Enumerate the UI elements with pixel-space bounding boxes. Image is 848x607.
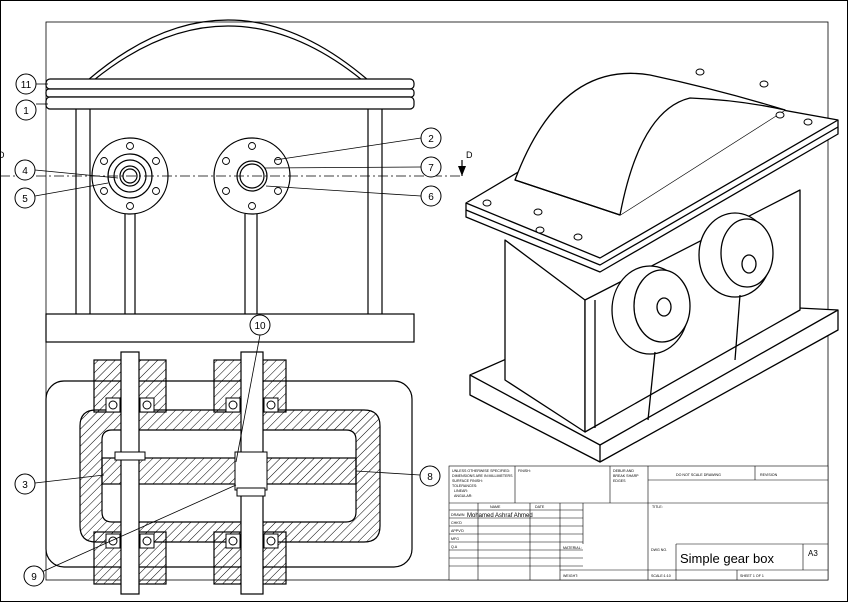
sheet-label: SHEET 1 OF 1 <box>740 574 764 578</box>
balloon-10: 10 <box>249 314 271 336</box>
balloon-8: 8 <box>419 465 441 487</box>
isometric-view <box>465 72 839 463</box>
row-label: Q.A <box>451 545 458 549</box>
balloon-label: 9 <box>31 572 37 583</box>
title-block-text: UNLESS OTHERWISE SPECIFIED: DIMENSIONS A… <box>451 469 818 578</box>
tolerance-line: DIMENSIONS ARE IN MILLIMETERS <box>452 474 513 478</box>
drawing-title: Simple gear box <box>680 551 774 566</box>
dwg-no-label: DWG NO. <box>651 548 667 552</box>
deburr-line: DEBUR AND <box>613 469 634 473</box>
revision-label: REVISION <box>760 473 778 477</box>
section-view <box>45 351 413 595</box>
balloon-label: 7 <box>428 163 434 174</box>
bolt-holes-right <box>222 142 282 210</box>
weight-label: WEIGHT: <box>563 574 578 578</box>
balloon-4: 4 <box>14 159 36 181</box>
row-label: DRAWN <box>451 513 465 517</box>
drawn-by-name: Mohamed Ashraf Ahmed <box>467 513 533 519</box>
tolerance-line: LINEAR: <box>454 489 468 493</box>
name-header: NAME <box>490 505 501 509</box>
do-not-scale-note: DO NOT SCALE DRAWING <box>676 473 721 477</box>
sheet-size: A3 <box>808 549 818 558</box>
tolerance-line: UNLESS OTHERWISE SPECIFIED: <box>452 469 510 473</box>
balloon-label: 6 <box>428 192 434 203</box>
balloon-1: 1 <box>15 99 37 121</box>
balloon-5: 5 <box>14 187 36 209</box>
row-label: APPV'D <box>451 529 464 533</box>
balloon-3: 3 <box>14 473 36 495</box>
finish-label: FINISH: <box>518 469 531 473</box>
deburr-line: EDGES <box>613 479 626 483</box>
balloon-label: 10 <box>254 321 266 332</box>
balloon-2: 2 <box>420 127 442 149</box>
balloon-label: 1 <box>23 106 29 117</box>
tolerance-line: TOLERANCES: <box>452 484 477 488</box>
material-label: MATERIAL: <box>563 546 582 550</box>
tolerance-line: SURFACE FINISH: <box>452 479 483 483</box>
balloon-label: 4 <box>22 166 28 177</box>
date-header: DATE <box>535 505 545 509</box>
tolerance-line: ANGULAR: <box>454 494 472 498</box>
balloon-7: 7 <box>420 156 442 178</box>
balloon-label: 11 <box>21 80 32 91</box>
bolt-holes-left <box>100 142 160 210</box>
balloon-label: 8 <box>427 472 433 483</box>
inner-border <box>45 21 829 581</box>
title-label: TITLE: <box>652 505 663 509</box>
section-label-left: D <box>0 150 5 160</box>
title-block <box>448 465 829 581</box>
deburr-line: BREAK SHARP <box>613 474 639 478</box>
balloon-11: 11 <box>15 73 37 95</box>
balloon-label: 3 <box>22 480 28 491</box>
row-label: CHK'D <box>451 521 462 525</box>
section-label-right: D <box>466 150 473 160</box>
flange-bolt-holes <box>482 68 813 241</box>
scale-label: SCALE:1:10 <box>651 574 671 578</box>
bearings <box>105 397 279 549</box>
balloon-6: 6 <box>420 185 442 207</box>
balloon-label: 5 <box>22 194 28 205</box>
front-view <box>45 19 415 343</box>
balloon-leaders <box>34 83 422 576</box>
section-arrowhead <box>458 166 466 176</box>
balloon-9: 9 <box>23 565 45 587</box>
balloon-label: 2 <box>428 134 434 145</box>
row-label: MFG <box>451 537 459 541</box>
